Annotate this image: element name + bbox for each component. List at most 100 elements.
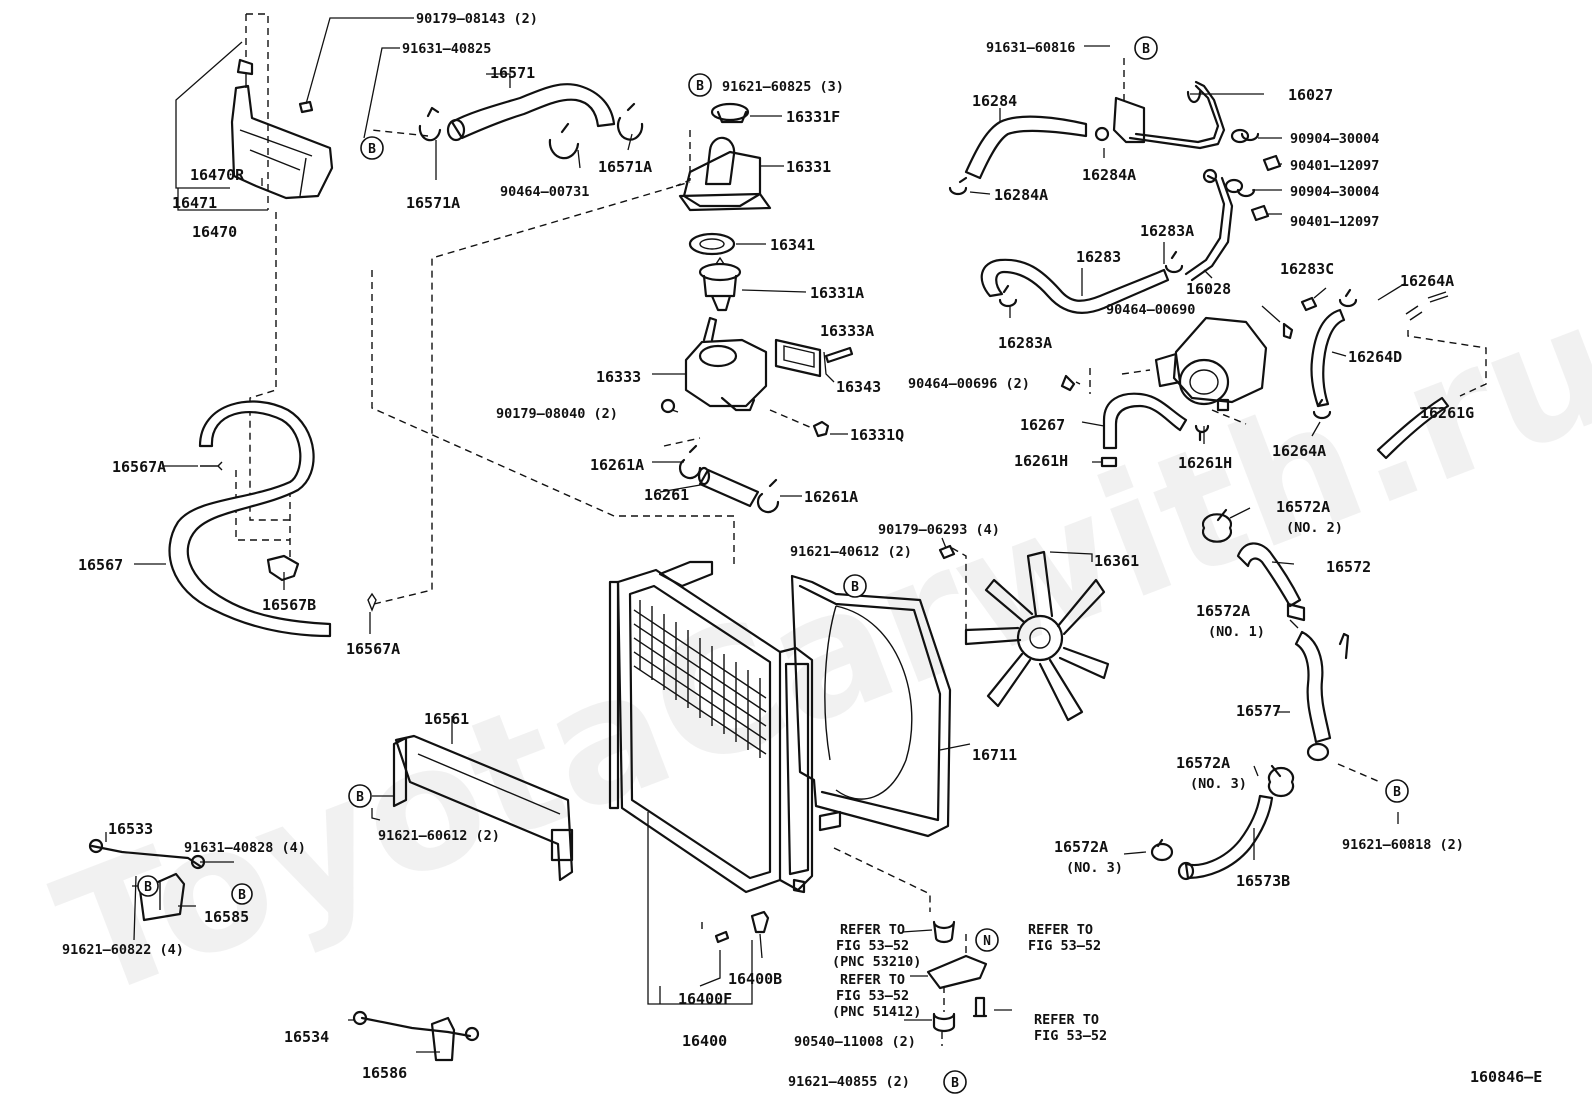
label-16561: 16561 (424, 710, 469, 728)
svg-text:B: B (368, 142, 376, 157)
label-16333A: 16333A (820, 322, 874, 340)
label-90464-00696: 90464–00696 (2) (908, 376, 1030, 392)
svg-text:B: B (1142, 42, 1150, 57)
label-16283A-bottom: 16283A (998, 334, 1052, 352)
label-16343: 16343 (836, 378, 881, 396)
label-16331A: 16331A (810, 284, 864, 302)
label-refer-to-1: REFER TO (840, 922, 905, 938)
svg-text:B: B (144, 880, 152, 895)
label-pnc-53210: (PNC 53210) (832, 954, 921, 970)
callout-b-9: B (943, 1070, 967, 1094)
label-16711: 16711 (972, 746, 1017, 764)
label-90179-08040: 90179–08040 (2) (496, 406, 618, 422)
label-refer-to-2: REFER TO (840, 972, 905, 988)
label-16027: 16027 (1288, 86, 1333, 104)
label-16571A-right: 16571A (598, 158, 652, 176)
label-16028: 16028 (1186, 280, 1231, 298)
label-91621-60612: 91621–60612 (2) (378, 828, 500, 844)
label-90179-08143: 90179–08143 (2) (416, 11, 538, 27)
label-16261H-right: 16261H (1178, 454, 1232, 472)
label-91621-60822: 91621–60822 (4) (62, 942, 184, 958)
label-16331Q: 16331Q (850, 426, 904, 444)
label-16264D: 16264D (1348, 348, 1402, 366)
hose-16571-drawing (418, 83, 644, 160)
label-16572A-no1: 16572A (1196, 602, 1250, 620)
label-90904-30004-a: 90904–30004 (1290, 131, 1379, 147)
label-16567: 16567 (78, 556, 123, 574)
label-16586: 16586 (362, 1064, 407, 1082)
label-90540-11008: 90540–11008 (2) (794, 1034, 916, 1050)
label-90179-06293: 90179–06293 (4) (878, 522, 1000, 538)
label-90464-00690: 90464–00690 (1106, 302, 1195, 318)
reservoir-tank-drawing (230, 58, 334, 200)
label-16284A-right: 16284A (1082, 166, 1136, 184)
gasket-16341-drawing (688, 232, 736, 256)
callout-b-4: B (843, 574, 867, 598)
clip-16264A (1405, 305, 1423, 321)
label-16571A-left: 16571A (406, 194, 460, 212)
callout-b-5: B (348, 784, 372, 808)
label-16267: 16267 (1020, 416, 1065, 434)
label-16573B: 16573B (1236, 872, 1290, 890)
label-fig-4: FIG 53–52 (1034, 1028, 1107, 1044)
hose-16573B-drawing (1150, 764, 1295, 881)
label-16331F: 16331F (786, 108, 840, 126)
watermark: ToyotaCarwith.ru (34, 264, 1592, 1038)
clip-16264A-pair (1427, 291, 1449, 303)
label-refer-to-3: REFER TO (1028, 922, 1093, 938)
callout-b-8: B (137, 875, 159, 897)
label-16284A-left: 16284A (994, 186, 1048, 204)
callout-b-2: B (688, 73, 712, 97)
callout-b-6: B (1385, 779, 1409, 803)
callout-b-1: B (360, 136, 384, 160)
label-16283: 16283 (1076, 248, 1121, 266)
label-90401-12097-b: 90401–12097 (1290, 214, 1379, 230)
label-16261A-left: 16261A (590, 456, 644, 474)
bolt-90179-06293 (938, 544, 956, 560)
label-16572A-no2: 16572A (1276, 498, 1330, 516)
svg-text:N: N (983, 934, 991, 949)
svg-text:B: B (696, 79, 704, 94)
label-91621-60818: 91621–60818 (2) (1342, 837, 1464, 853)
label-fig-2: FIG 53–52 (836, 988, 909, 1004)
callout-b-3: B (1134, 36, 1158, 60)
thermostat-16331A-drawing (698, 256, 742, 312)
hose-16284-drawing (948, 115, 1110, 196)
label-91621-40855: 91621–40855 (2) (788, 1074, 910, 1090)
label-16361: 16361 (1094, 552, 1139, 570)
label-16400: 16400 (682, 1032, 727, 1050)
label-16567B: 16567B (262, 596, 316, 614)
clip-16283C (1300, 296, 1318, 312)
hose-16261-drawing (678, 444, 780, 514)
label-16572A-no3-b: 16572A (1054, 838, 1108, 856)
label-16261H-left: 16261H (1014, 452, 1068, 470)
figure-code: 160846–E (1470, 1068, 1542, 1086)
hose-16283-drawing (980, 250, 1184, 314)
label-16264A-bottom: 16264A (1272, 442, 1326, 460)
clip-90464-00690 (1282, 322, 1294, 340)
stay-16561-drawing (392, 734, 574, 882)
label-16264A-top: 16264A (1400, 272, 1454, 290)
fan-shroud-16711-drawing (790, 574, 952, 838)
svg-text:B: B (851, 580, 859, 595)
label-16283C: 16283C (1280, 260, 1334, 278)
svg-text:B: B (951, 1076, 959, 1091)
svg-text:B: B (238, 888, 246, 903)
water-pump-drawing (1154, 316, 1268, 412)
water-inlet-16333-drawing (660, 316, 854, 438)
label-16331: 16331 (786, 158, 831, 176)
label-90401-12097-a: 90401–12097 (1290, 158, 1379, 174)
bracket-16585-drawing (138, 872, 186, 922)
hose-16261G-drawing (1376, 396, 1450, 460)
label-16284: 16284 (972, 92, 1017, 110)
label-16333: 16333 (596, 368, 641, 386)
label-16572A-no3-a: 16572A (1176, 754, 1230, 772)
union-bolts-drawing (1224, 128, 1282, 222)
clip-90464-00696 (1060, 374, 1076, 392)
label-16577: 16577 (1236, 702, 1281, 720)
label-fig-1: FIG 53–52 (836, 938, 909, 954)
bracket-16586-drawing (430, 1016, 456, 1062)
label-16567A-top: 16567A (112, 458, 166, 476)
